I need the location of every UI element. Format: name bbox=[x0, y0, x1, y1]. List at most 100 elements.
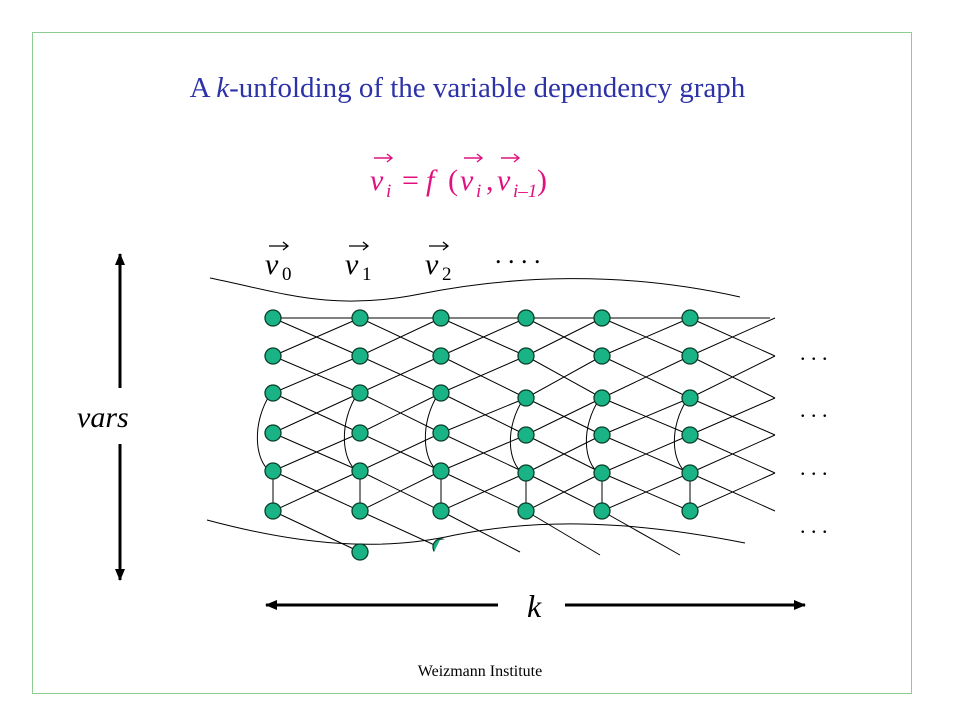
diagonal-edge bbox=[272, 470, 361, 512]
graph-node bbox=[681, 309, 699, 327]
vector-arrow bbox=[464, 153, 484, 163]
column-header-sub: 1 bbox=[362, 264, 372, 285]
diagonal-edge bbox=[525, 472, 603, 512]
formula-arg1-var: v bbox=[460, 164, 474, 197]
graph-node bbox=[517, 347, 535, 365]
diagonal-edge bbox=[359, 510, 442, 549]
title-suffix: -unfolding of the variable dependency gr… bbox=[229, 72, 746, 104]
formula-comma: , bbox=[486, 164, 494, 197]
diagonal-edge bbox=[601, 317, 691, 357]
column-header-var: v bbox=[345, 248, 359, 281]
formula-arg2-var: v bbox=[497, 164, 511, 197]
column-vector-arrow bbox=[269, 241, 290, 251]
graph-node bbox=[351, 347, 369, 365]
graph-node bbox=[517, 426, 535, 444]
diagonal-edge bbox=[272, 432, 361, 472]
graph-node bbox=[593, 347, 611, 365]
graph-node bbox=[351, 502, 369, 520]
column-header-var: v bbox=[265, 248, 279, 281]
row-ellipsis: . . . bbox=[800, 397, 828, 422]
diagonal-edge bbox=[525, 397, 603, 436]
diagonal-edge bbox=[440, 317, 527, 357]
graph-node bbox=[432, 309, 450, 327]
row-ellipsis: . . . bbox=[800, 513, 828, 538]
formula-func: f bbox=[426, 164, 438, 197]
vector-arrow bbox=[374, 153, 394, 163]
graph-node bbox=[681, 389, 699, 407]
column-header-sub: 0 bbox=[282, 264, 292, 285]
graph-node bbox=[681, 502, 699, 520]
slide-border bbox=[32, 32, 912, 694]
diagonal-edge bbox=[359, 355, 442, 394]
lower-boundary-curve bbox=[206, 519, 746, 545]
diagonal-edge bbox=[689, 434, 776, 474]
graph-node bbox=[432, 384, 450, 402]
diagonal-edge bbox=[440, 397, 527, 434]
graph-node bbox=[681, 426, 699, 444]
graph-node bbox=[432, 462, 450, 480]
diagonal-edge bbox=[272, 392, 361, 434]
diagonal-edge bbox=[525, 434, 603, 474]
diagonal-edge bbox=[601, 397, 691, 436]
graph-node bbox=[432, 424, 450, 442]
diagonal-edge bbox=[689, 355, 776, 399]
graph-node bbox=[264, 462, 282, 480]
column-vector-arrow bbox=[429, 241, 450, 251]
columns-ellipsis: . . . . bbox=[495, 240, 541, 269]
diagonal-edge bbox=[440, 472, 527, 512]
graph-node bbox=[593, 309, 611, 327]
graph-node bbox=[593, 502, 611, 520]
diagonal-edge bbox=[440, 470, 527, 512]
diagonal-edge bbox=[272, 510, 361, 553]
graph-node bbox=[593, 426, 611, 444]
diagonal-edge bbox=[525, 355, 603, 399]
diagonal-edge bbox=[359, 317, 442, 357]
diagonal-edge bbox=[525, 317, 603, 357]
diagonal-edge bbox=[601, 434, 691, 474]
graph-node bbox=[517, 502, 535, 520]
title-prefix: A bbox=[189, 72, 217, 104]
row-ellipsis: . . . bbox=[800, 340, 828, 365]
diagonal-edge bbox=[440, 510, 521, 553]
graph-node bbox=[264, 347, 282, 365]
graph-node bbox=[593, 389, 611, 407]
graph-node bbox=[432, 502, 450, 520]
diagonal-edge bbox=[359, 432, 442, 472]
diagonal-edge bbox=[440, 434, 527, 472]
graph-node bbox=[517, 389, 535, 407]
graph-node bbox=[351, 462, 369, 480]
formula-lhs-sub: i bbox=[386, 181, 391, 202]
graph-node bbox=[351, 384, 369, 402]
graph-node bbox=[351, 424, 369, 442]
vector-arrow bbox=[501, 153, 521, 163]
formula-close-paren: ) bbox=[537, 164, 547, 197]
graph-node bbox=[264, 424, 282, 442]
diagonal-edge bbox=[272, 355, 361, 394]
diagonal-edge bbox=[601, 472, 691, 512]
formula-arg2-sub: i–1 bbox=[513, 181, 537, 202]
graph-node bbox=[432, 347, 450, 365]
formula-lhs-var: v bbox=[370, 164, 384, 197]
diagonal-edge bbox=[359, 392, 442, 434]
upper-boundary-curve bbox=[209, 277, 741, 302]
diagonal-edge bbox=[689, 397, 776, 436]
diagonal-edge bbox=[689, 472, 776, 512]
graph-nodes bbox=[264, 309, 699, 561]
diagonal-edge bbox=[525, 510, 601, 556]
footer-institution: Weizmann Institute bbox=[417, 663, 543, 680]
diagonal-edge bbox=[440, 392, 527, 436]
slide-title: A k-unfolding of the variable dependency… bbox=[0, 72, 935, 105]
diagonal-edge bbox=[440, 355, 527, 394]
graph-node bbox=[517, 309, 535, 327]
title-k: k bbox=[216, 72, 230, 104]
formula-open-paren: ( bbox=[448, 164, 458, 197]
diagonal-edge bbox=[689, 317, 776, 357]
k-label: k bbox=[527, 588, 542, 624]
column-header-var: v bbox=[425, 248, 439, 281]
graph-node bbox=[264, 384, 282, 402]
graph-node bbox=[593, 464, 611, 482]
graph-node bbox=[351, 543, 369, 561]
